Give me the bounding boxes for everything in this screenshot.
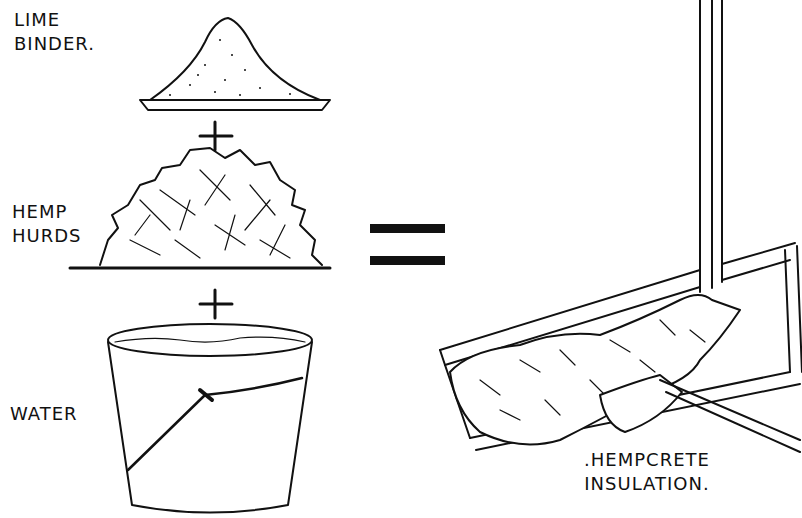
tray	[140, 100, 330, 110]
hemp-pile	[70, 148, 330, 268]
ground-line	[70, 267, 330, 270]
text-label: WATER	[10, 402, 120, 426]
shovel	[600, 375, 800, 452]
pile-outline	[100, 148, 322, 265]
shovel-handle	[660, 380, 800, 452]
text-label: LIME BINDER.	[14, 8, 109, 56]
pile-outline	[150, 18, 320, 100]
lime-pile	[140, 18, 330, 110]
plus-sign	[200, 122, 232, 150]
hempcrete-mass	[450, 295, 740, 445]
text-label: .HEMPCRETE INSULATION.	[572, 448, 722, 496]
hurd-hatching	[130, 170, 290, 258]
stipple	[169, 39, 291, 96]
plus-sign	[200, 290, 232, 318]
water-bucket	[108, 324, 312, 513]
side-rail	[785, 246, 802, 372]
bucket-rim	[108, 324, 312, 356]
wall-frame	[440, 0, 802, 450]
bucket-body	[108, 342, 312, 513]
equals-sign	[370, 224, 445, 265]
handle-lug	[200, 390, 212, 400]
bucket-handle	[128, 378, 302, 470]
stud	[700, 0, 722, 292]
text-label: HEMP HURDS	[12, 200, 92, 248]
water-surface	[115, 337, 305, 342]
